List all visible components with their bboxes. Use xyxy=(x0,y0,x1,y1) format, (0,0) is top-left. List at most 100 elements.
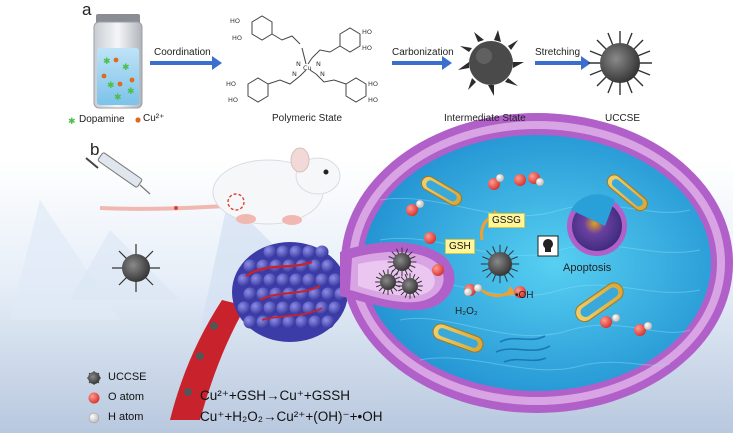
tumor-cell-dot xyxy=(315,245,329,259)
arrow-label-carbonization: Carbonization xyxy=(392,47,454,58)
organelles xyxy=(421,174,648,363)
molecule-label-ho: HO xyxy=(362,28,373,36)
tumor-cell-dot xyxy=(302,273,316,287)
svg-text:✱: ✱ xyxy=(127,87,135,97)
legend-h-atom: H atom xyxy=(108,411,144,423)
molecule-label-ho: HO xyxy=(228,96,239,104)
tumor-cell-dot xyxy=(250,301,264,315)
hydrogen-atom xyxy=(473,283,483,293)
tumor-cell-dot xyxy=(308,315,322,329)
label-h2o2: H₂O₂ xyxy=(455,306,478,317)
tumor-cell-dot xyxy=(276,245,290,259)
molecule-label-ho: HO xyxy=(230,17,241,25)
uccse-injected xyxy=(112,244,160,292)
tumor-cell-dot xyxy=(289,273,303,287)
oxygen-atom xyxy=(406,204,418,216)
tumor-cell-dot xyxy=(243,287,257,301)
tumor-cell-dot xyxy=(263,245,277,259)
tumor-cell-dot xyxy=(289,301,303,315)
tumor xyxy=(232,242,348,342)
label-apoptosis: Apoptosis xyxy=(563,262,612,274)
uccse-sphere xyxy=(480,244,520,284)
tumor-cell-dot xyxy=(328,301,342,315)
oxygen-atom xyxy=(514,174,526,186)
arrow-label-stretching: Stretching xyxy=(535,47,581,58)
endocytosis-vesicle xyxy=(340,242,455,311)
uccse-sphere xyxy=(387,247,417,277)
skull-icon xyxy=(537,235,559,257)
hydrogen-atom xyxy=(495,173,505,183)
tumor-cell-dot xyxy=(321,259,335,273)
tumor-cell-dot xyxy=(321,287,335,301)
molecule-label-n: N xyxy=(320,70,325,78)
mouse xyxy=(99,147,341,225)
tumor-cell-dot xyxy=(243,315,257,329)
tag-gsh: GSH xyxy=(445,239,475,254)
tumor-cell-dot xyxy=(276,273,290,287)
tumor-cell-dot xyxy=(237,273,251,287)
oxygen-atom xyxy=(600,316,612,328)
oxygen-atom xyxy=(424,232,436,244)
tumor-cell-dot xyxy=(250,273,264,287)
molecule-label-n: N xyxy=(296,60,301,68)
legend-uccse: UCCSE xyxy=(108,371,147,383)
svg-text:✱: ✱ xyxy=(107,81,115,91)
molecule-label-n: N xyxy=(292,70,297,78)
legend-symbols xyxy=(87,371,101,424)
tumor-cell-dot xyxy=(328,273,342,287)
legend-dopamine: Dopamine xyxy=(79,114,125,125)
tumor-cell-dot xyxy=(308,287,322,301)
hydrogen-atom xyxy=(415,199,425,209)
label-oh-radical: •OH xyxy=(515,290,534,301)
hydrogen-atom xyxy=(643,321,653,331)
equation-2: Cu⁺+H₂O₂→Cu²⁺+(OH)⁻+•OH xyxy=(200,409,383,424)
hydrogen-atom xyxy=(611,313,621,323)
uccse-sphere xyxy=(375,269,401,295)
tumor-cell-dot xyxy=(263,273,277,287)
intermediate-particle xyxy=(458,30,524,96)
stage-label-intermediate: Intermediate State xyxy=(444,113,526,124)
uccse-particle xyxy=(588,31,652,95)
svg-text:✱: ✱ xyxy=(68,117,76,127)
tumor-cell-dot xyxy=(256,315,270,329)
molecule-label-ho: HO xyxy=(232,34,243,42)
tumor-cell-dot xyxy=(237,301,251,315)
molecule-label-ho: HO xyxy=(368,80,379,88)
polymeric-molecule xyxy=(247,15,367,103)
uccse-sphere xyxy=(397,273,423,299)
panel-label-a: a xyxy=(82,0,92,19)
tumor-cell-dot xyxy=(269,315,283,329)
arrow-label-coordination: Coordination xyxy=(154,47,211,58)
molecule-label-cu: Cu xyxy=(303,64,312,72)
panel-label-b: b xyxy=(90,140,100,159)
vial: ✱ ✱ ✱ ✱ ✱ xyxy=(93,14,143,109)
tag-gssg: GSSG xyxy=(488,213,525,228)
tumor-cell-dot xyxy=(263,301,277,315)
equation-1: Cu²⁺+GSH→Cu⁺+GSSH xyxy=(200,388,351,403)
tumor-cell-dot xyxy=(295,315,309,329)
legend-copper: Cu²⁺ xyxy=(143,113,165,124)
oxygen-atom xyxy=(634,324,646,336)
tumor-cell-dot xyxy=(282,315,296,329)
tumor-cell-dot xyxy=(315,273,329,287)
syringe xyxy=(85,152,151,195)
oxygen-atom xyxy=(432,264,444,276)
oxygen-atom xyxy=(514,286,526,298)
hydrogen-atom xyxy=(463,287,473,297)
svg-text:✱: ✱ xyxy=(114,93,122,103)
molecule-label-ho: HO xyxy=(368,96,379,104)
stage-label-uccse: UCCSE xyxy=(605,113,641,124)
legend-o-atom: O atom xyxy=(108,391,145,403)
tumor-cell-dot xyxy=(321,315,335,329)
tumor-cell-dot xyxy=(302,245,316,259)
svg-text:✱: ✱ xyxy=(103,57,111,67)
tumor-cell-dot xyxy=(276,301,290,315)
molecule-label-n: N xyxy=(316,60,321,68)
svg-text:✱: ✱ xyxy=(122,63,130,73)
molecule-label-ho: HO xyxy=(226,80,237,88)
tumor-cell-dot xyxy=(289,245,303,259)
tumor-cell-dot xyxy=(243,259,257,273)
stage-label-polymeric: Polymeric State xyxy=(272,113,343,124)
